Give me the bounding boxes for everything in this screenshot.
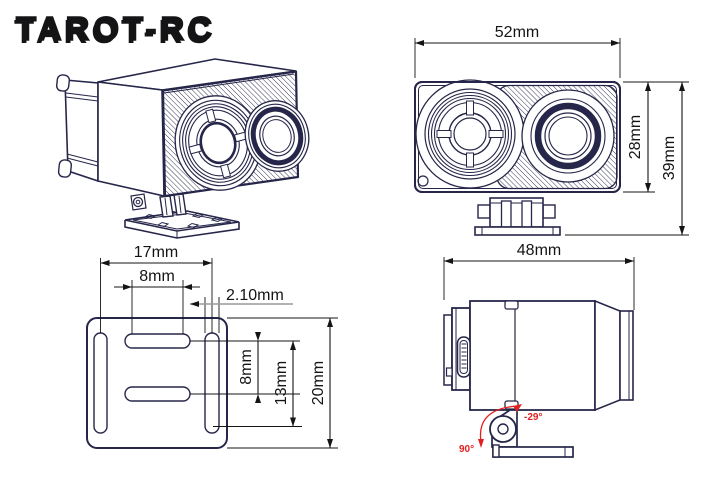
tilt-annotation: -29° 90° [459,404,542,455]
side-dimensions: 48mm [443,242,635,310]
dim-plate-slot-span: 17mm [134,244,178,261]
side-mount [489,409,574,458]
plate-dimensions: 17mm 8mm 2.10mm 8mm 13mm [100,244,338,449]
dim-plate-slot-width: 2.10mm [226,287,284,304]
left-lens-front [424,88,516,180]
right-lens-iso [244,100,310,172]
brand-logo-shadow: TAROT-RC [14,13,214,50]
dim-plate-lower-span: 13mm [273,361,290,405]
side-body [443,299,634,412]
front-dimensions: 52mm 28mm 39mm [414,24,689,236]
front-view: 52mm 28mm 39mm [414,24,689,236]
dim-side-length: 48mm [517,242,561,259]
front-body [414,79,621,193]
plate-body [86,317,228,449]
left-lens-iso [174,95,262,191]
dim-front-body-height: 28mm [627,115,644,159]
front-mount [474,197,561,236]
side-view: -29° 90° 48mm [443,242,635,458]
isometric-view [55,58,310,239]
dim-front-overall-height: 39mm [661,136,678,180]
corner-screw-hole [417,175,429,187]
dim-plate-overall-height: 20mm [310,361,327,405]
mount-plate-view: 17mm 8mm 2.10mm 8mm 13mm [86,244,338,449]
dim-front-width: 52mm [495,24,539,41]
dim-plate-slot-length: 8mm [139,268,175,285]
right-lens-front [530,98,606,174]
camera-body-iso [55,58,310,198]
dim-plate-row-pitch: 8mm [238,349,255,385]
connector-port [456,336,471,378]
angle-up-label: -29° [524,412,542,423]
angle-down-label: 90° [459,444,474,455]
mount-base-iso [124,193,240,239]
brand-logo-text: TAROT-RC [16,10,216,47]
brand-logo: TAROT-RC TAROT-RC [14,9,216,50]
